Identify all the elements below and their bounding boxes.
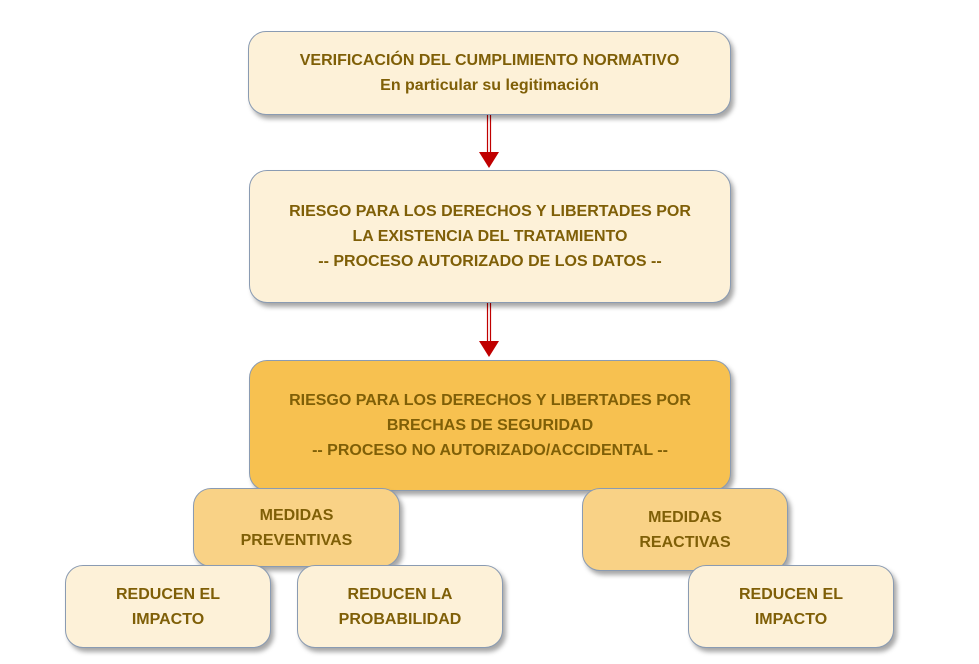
box-line: VERIFICACIÓN DEL CUMPLIMIENTO NORMATIVO	[299, 52, 680, 69]
box-line: -- PROCESO NO AUTORIZADO/ACCIDENTAL --	[312, 442, 668, 459]
box-reducen-impacto-1: REDUCEN EL IMPACTO	[65, 565, 271, 648]
box-line: MEDIDAS	[648, 508, 722, 526]
box-verificacion: VERIFICACIÓN DEL CUMPLIMIENTO NORMATIVO …	[248, 31, 731, 115]
box-reducen-impacto-2: REDUCEN EL IMPACTO	[688, 565, 894, 648]
box-reducen-probabilidad: REDUCEN LA PROBABILIDAD	[297, 565, 503, 648]
arrow-2	[479, 303, 499, 357]
box-line: REACTIVAS	[639, 533, 731, 551]
box-line: RIESGO PARA LOS DERECHOS Y LIBERTADES PO…	[289, 203, 691, 220]
box-line: REDUCEN EL	[738, 585, 843, 603]
box-line: REDUCEN LA	[347, 585, 453, 603]
box-line: -- PROCESO AUTORIZADO DE LOS DATOS --	[318, 253, 662, 270]
box-line: LA EXISTENCIA DEL TRATAMIENTO	[352, 228, 628, 245]
box-line: En particular su legitimación	[380, 77, 599, 94]
box-line: RIESGO PARA LOS DERECHOS Y LIBERTADES PO…	[289, 392, 691, 409]
arrow-1	[479, 115, 499, 168]
box-line: MEDIDAS	[259, 506, 334, 524]
box-riesgo-brechas: RIESGO PARA LOS DERECHOS Y LIBERTADES PO…	[249, 360, 731, 491]
box-line: REDUCEN EL	[115, 585, 220, 603]
box-line: IMPACTO	[754, 610, 828, 628]
box-line: PREVENTIVAS	[240, 531, 353, 549]
box-line: BRECHAS DE SEGURIDAD	[386, 417, 594, 434]
box-line: IMPACTO	[131, 610, 205, 628]
box-medidas-reactivas: MEDIDAS REACTIVAS	[582, 488, 788, 571]
box-line: PROBABILIDAD	[338, 610, 462, 628]
box-medidas-preventivas: MEDIDAS PREVENTIVAS	[193, 488, 400, 567]
box-riesgo-tratamiento: RIESGO PARA LOS DERECHOS Y LIBERTADES PO…	[249, 170, 731, 303]
